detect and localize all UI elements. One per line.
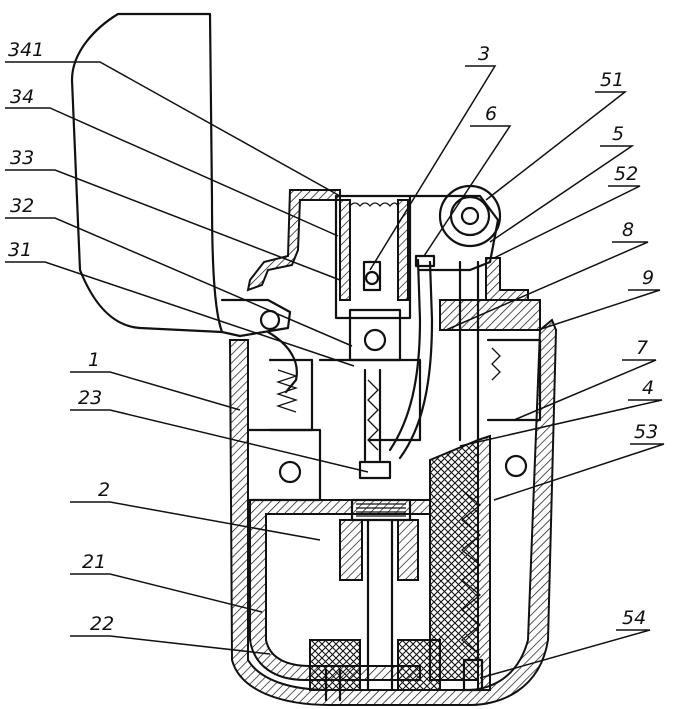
label-51: 51 (600, 69, 624, 91)
label-22: 22 (90, 613, 114, 635)
lever-spring (268, 338, 542, 432)
label-4: 4 (642, 377, 654, 399)
label-9: 9 (642, 267, 654, 289)
gas-tubes (388, 254, 436, 460)
label-21: 21 (82, 551, 106, 573)
label-3: 3 (478, 43, 490, 65)
label-5: 5 (612, 123, 624, 145)
hinge (220, 298, 298, 394)
spring-column (429, 434, 491, 692)
burner-housing (246, 189, 412, 320)
label-32: 32 (10, 195, 34, 217)
label-33: 33 (10, 147, 34, 169)
label-52: 52 (614, 163, 638, 185)
label-34: 34 (10, 86, 34, 108)
flint-tube (439, 257, 541, 442)
label-23: 23 (78, 387, 102, 409)
label-2: 2 (98, 479, 110, 501)
label-6: 6 (485, 103, 497, 125)
label-53: 53 (634, 421, 658, 443)
label-7: 7 (636, 337, 648, 359)
label-1: 1 (88, 349, 100, 371)
lid (70, 12, 224, 334)
label-341: 341 (8, 39, 44, 61)
leader-lines (5, 61, 665, 679)
label-54: 54 (622, 607, 646, 629)
label-8: 8 (622, 219, 634, 241)
label-31: 31 (8, 239, 32, 261)
valve-body (318, 308, 422, 462)
part-labels: 341 34 33 32 31 1 23 2 21 22 3 6 51 5 52… (8, 39, 658, 635)
